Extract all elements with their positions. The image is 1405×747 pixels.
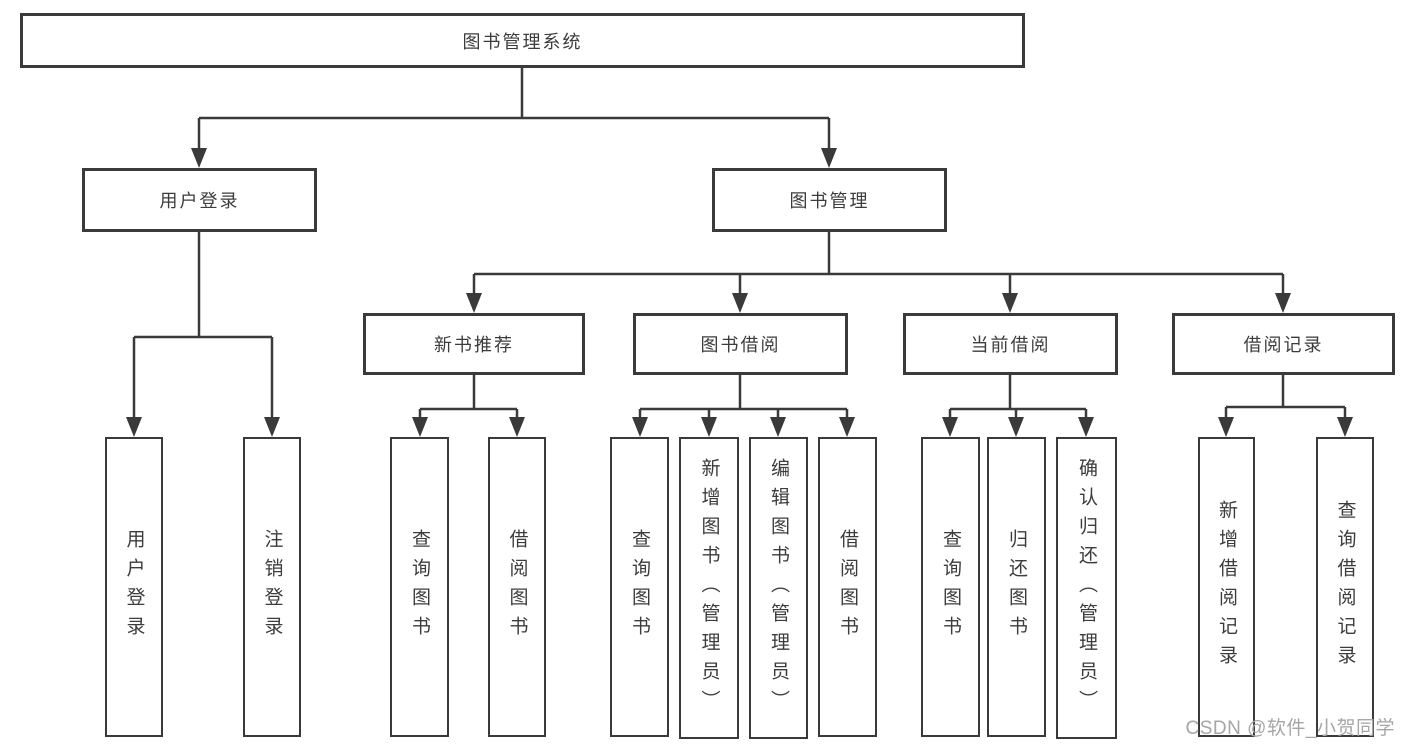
node-label: 借阅记录 — [1243, 335, 1324, 355]
node-label: 查询图书 — [409, 529, 430, 645]
node-leaf-query-books-3: 查询图书 — [921, 437, 980, 737]
node-leaf-borrow-books-1: 借阅图书 — [488, 437, 546, 737]
arrow-down-icon — [1002, 293, 1018, 313]
arrow-down-icon — [632, 417, 648, 437]
node-label: 用户登录 — [123, 529, 145, 645]
arrow-down-icon — [509, 417, 525, 437]
node-label: 查询图书 — [629, 529, 650, 645]
connector-record-split — [1224, 375, 1347, 420]
arrow-down-icon — [191, 148, 207, 168]
node-new-book-recommend: 新书推荐 — [363, 313, 585, 375]
node-label: 归还图书 — [1006, 529, 1027, 645]
arrow-down-icon — [701, 417, 717, 437]
connector-user-split — [132, 232, 274, 420]
node-library-management-system: 图书管理系统 — [20, 13, 1025, 68]
node-label: 借阅图书 — [506, 529, 528, 645]
node-leaf-edit-books-admin: 编辑图书（管理员） — [749, 437, 808, 739]
connector-newbook-split — [418, 375, 519, 420]
arrow-down-icon — [126, 417, 142, 437]
node-label: 图书借阅 — [700, 335, 781, 355]
node-leaf-query-books-2: 查询图书 — [610, 437, 669, 737]
arrow-down-icon — [732, 293, 748, 313]
arrow-down-icon — [1008, 417, 1024, 437]
node-label: 用户登录 — [159, 191, 240, 211]
node-label: 确认归还（管理员） — [1076, 457, 1097, 719]
node-book-management: 图书管理 — [712, 168, 947, 232]
connector-root-split — [197, 68, 831, 150]
node-label: 当前借阅 — [970, 335, 1051, 355]
node-leaf-user-login: 用户登录 — [105, 437, 163, 737]
node-leaf-return-books: 归还图书 — [987, 437, 1046, 737]
arrow-down-icon — [264, 417, 280, 437]
node-label: 图书管理 — [789, 191, 870, 211]
arrow-down-icon — [1337, 417, 1353, 437]
node-label: 编辑图书（管理员） — [768, 457, 789, 719]
connector-book-split — [472, 232, 1285, 295]
node-leaf-logout: 注销登录 — [243, 437, 301, 737]
connector-current-split — [948, 375, 1088, 420]
node-user-login: 用户登录 — [82, 168, 317, 232]
node-leaf-query-books-1: 查询图书 — [390, 437, 449, 737]
node-current-borrow: 当前借阅 — [903, 313, 1118, 375]
arrow-down-icon — [821, 148, 837, 168]
node-leaf-confirm-return-admin: 确认归还（管理员） — [1056, 437, 1117, 739]
node-label: 图书管理系统 — [462, 31, 583, 52]
arrowhead-icons — [126, 148, 1353, 437]
node-label: 借阅图书 — [837, 529, 858, 645]
arrow-down-icon — [1218, 417, 1234, 437]
arrow-down-icon — [942, 417, 958, 437]
arrow-down-icon — [466, 293, 482, 313]
node-book-borrow: 图书借阅 — [633, 313, 848, 375]
node-label: 注销登录 — [261, 529, 283, 645]
node-label: 查询借阅记录 — [1334, 500, 1356, 674]
node-leaf-borrow-books-2: 借阅图书 — [818, 437, 877, 737]
node-leaf-add-books-admin: 新增图书（管理员） — [679, 437, 739, 739]
node-borrow-record: 借阅记录 — [1172, 313, 1395, 375]
arrow-down-icon — [412, 417, 428, 437]
arrow-down-icon — [770, 417, 786, 437]
node-label: 新书推荐 — [434, 335, 514, 355]
arrow-down-icon — [1275, 293, 1291, 313]
connector-borrow-split — [638, 375, 849, 420]
node-leaf-query-borrow-record: 查询借阅记录 — [1316, 437, 1374, 737]
csdn-watermark: CSDN @软件_小贺同学 — [1185, 718, 1395, 739]
arrow-down-icon — [839, 417, 855, 437]
arrow-down-icon — [1078, 417, 1094, 437]
node-label: 查询图书 — [940, 529, 961, 645]
node-label: 新增图书（管理员） — [698, 457, 720, 719]
node-label: 新增借阅记录 — [1216, 500, 1237, 674]
node-leaf-add-borrow-record: 新增借阅记录 — [1198, 437, 1255, 737]
